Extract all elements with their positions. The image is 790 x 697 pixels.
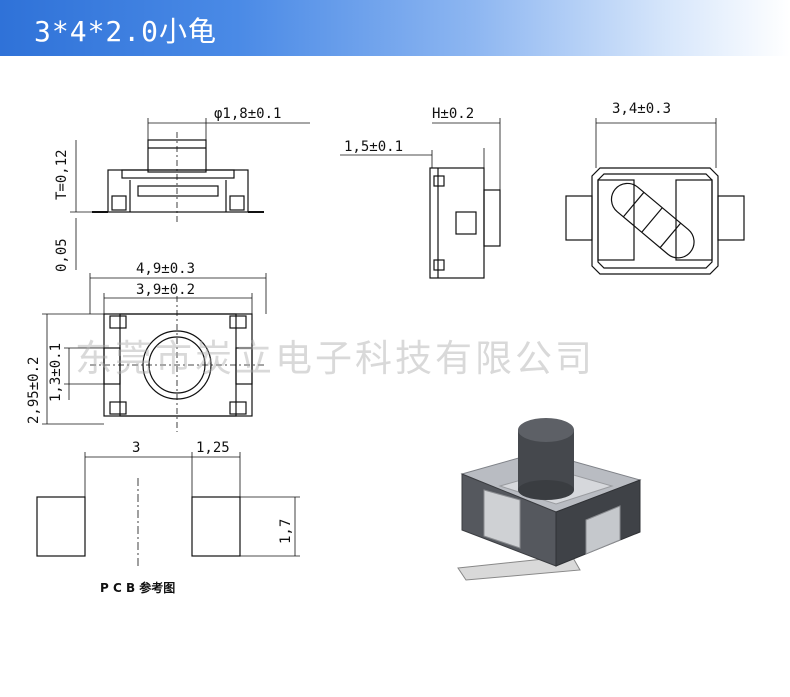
product-photo bbox=[457, 418, 642, 581]
inner-width-label: 3,9±0.2 bbox=[136, 282, 195, 298]
height-t-label: T=0,12 bbox=[54, 149, 70, 200]
front-view bbox=[70, 118, 310, 270]
stem-diameter-label: φ1,8±0.1 bbox=[214, 106, 281, 122]
header-banner: 3*4*2.0小龟 bbox=[0, 0, 790, 56]
stem-length-label: 1,5±0.1 bbox=[344, 139, 403, 155]
pcb-caption: P C B 参考图 bbox=[100, 580, 175, 595]
outer-width-label: 4,9±0.3 bbox=[136, 261, 195, 277]
side-height-label: H±0.2 bbox=[432, 106, 474, 122]
pcb-layout bbox=[36, 452, 300, 566]
lead-thickness-label: 0,05 bbox=[54, 238, 70, 272]
bottom-view bbox=[565, 118, 745, 275]
top-view bbox=[42, 273, 267, 432]
pcb-pad-height-label: 1,7 bbox=[278, 519, 294, 544]
page-title: 3*4*2.0小龟 bbox=[34, 15, 218, 48]
bottom-width-label: 3,4±0.3 bbox=[612, 101, 671, 117]
pcb-pitch-label: 3 bbox=[132, 440, 140, 456]
inner-height-label: 1,3±0.1 bbox=[48, 343, 64, 402]
watermark-text: 东莞市炭立电子科技有限公司 bbox=[75, 337, 595, 380]
side-view bbox=[340, 118, 501, 279]
outer-height-label: 2,95±0.2 bbox=[26, 357, 42, 424]
pcb-pad-width-label: 1,25 bbox=[196, 440, 230, 456]
